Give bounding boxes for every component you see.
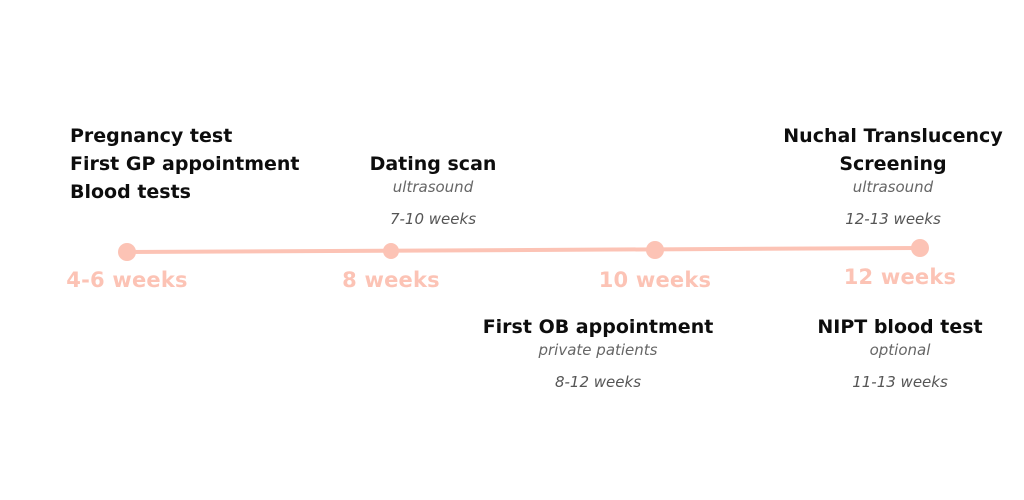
milestone-dot-12-weeks (911, 239, 929, 257)
event-nipt-blood-test-title: NIPT blood test (817, 316, 983, 338)
event-first-ob-appointment-title: First OB appointment (482, 316, 714, 338)
event-nipt-blood-test-range: 11-13 weeks (852, 373, 948, 391)
event-nuchal-translucency: Nuchal Translucency Screening ultrasound… (783, 122, 1002, 228)
milestone-label-12-weeks: 12 weeks (843, 265, 957, 289)
event-nipt-blood-test-subtitle: optional (869, 341, 931, 359)
event-nuchal-translucency-subtitle: ultrasound (852, 178, 934, 196)
event-nuchal-translucency-title-line2: Screening (839, 153, 947, 175)
milestone-dot-8-weeks (383, 243, 399, 259)
event-nuchal-translucency-range: 12-13 weeks (845, 210, 941, 228)
event-first-ob-appointment-range: 8-12 weeks (554, 373, 642, 391)
milestone-dot-4-6-weeks (118, 243, 136, 261)
event-dating-scan-title: Dating scan (369, 153, 497, 175)
event-dating-scan-range: 7-10 weeks (389, 210, 477, 228)
event-first-ob-appointment: First OB appointment private patients 8-… (483, 313, 714, 391)
event-pregnancy-test: Pregnancy test (70, 125, 233, 147)
milestone-label-8-weeks: 8 weeks (342, 268, 440, 292)
milestone-label-4-6-weeks: 4-6 weeks (66, 268, 188, 292)
event-first-ob-appointment-subtitle: private patients (538, 341, 658, 359)
events-4-6-weeks: Pregnancy test First GP appointment Bloo… (70, 122, 300, 206)
milestone-dot-10-weeks (646, 241, 664, 259)
event-dating-scan: Dating scan ultrasound 7-10 weeks (370, 150, 497, 228)
event-dating-scan-subtitle: ultrasound (392, 178, 474, 196)
event-first-gp-appointment: First GP appointment (70, 153, 300, 175)
event-blood-tests: Blood tests (70, 181, 191, 203)
event-nuchal-translucency-title-line1: Nuchal Translucency (783, 125, 1003, 147)
event-nipt-blood-test: NIPT blood test optional 11-13 weeks (817, 313, 982, 391)
milestone-label-10-weeks: 10 weeks (598, 268, 712, 292)
timeline-line (125, 246, 922, 254)
